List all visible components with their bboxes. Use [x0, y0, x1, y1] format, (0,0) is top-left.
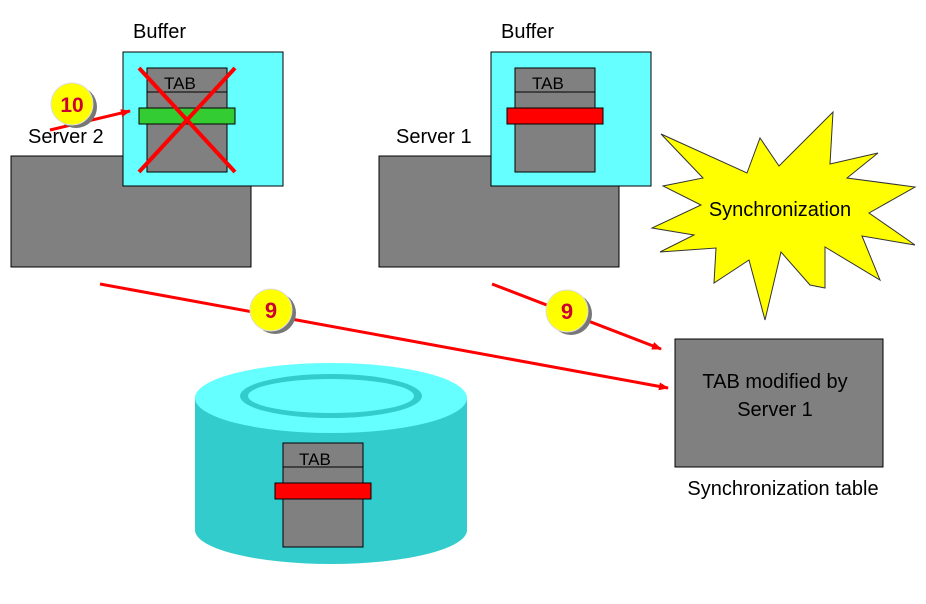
- step-badge-10: 10: [50, 82, 97, 128]
- server2-label: Server 2: [28, 126, 104, 148]
- step-number: 10: [60, 94, 83, 117]
- server1-group: Buffer Server 1 TAB: [378, 21, 652, 268]
- database-tab-row-modified: [274, 482, 372, 500]
- sync-table-line1: TAB modified by: [702, 371, 847, 393]
- sync-table-caption: Synchronization table: [687, 478, 878, 500]
- step-number: 9: [265, 298, 277, 323]
- database-tab-label: TAB: [299, 450, 331, 469]
- cylinder-inner: [248, 379, 414, 413]
- starburst-shape: [650, 110, 917, 321]
- server2-group: Buffer Server 2 TAB: [10, 21, 284, 268]
- badge-circle: [545, 289, 589, 333]
- server2-tab-label: TAB: [164, 74, 196, 93]
- server1-tab-row-modified: [506, 107, 604, 125]
- database-cylinder: TAB: [195, 363, 467, 564]
- server1-buffer-label: Buffer: [501, 21, 554, 43]
- server2-to-sync-table-arrow: [99, 282, 669, 391]
- server2-tab-row-invalidated: [138, 107, 236, 125]
- synchronization-burst: Synchronization: [650, 110, 917, 321]
- server1-tab-label: TAB: [532, 74, 564, 93]
- server1-label: Server 1: [396, 126, 472, 148]
- badge-circle: [50, 82, 94, 126]
- synchronization-burst-label: Synchronization: [709, 199, 851, 221]
- step-number: 9: [561, 299, 573, 324]
- step-badge-9-right: 9: [545, 289, 592, 335]
- sync-table-line2: Server 1: [737, 399, 813, 421]
- server2-buffer-label: Buffer: [133, 21, 186, 43]
- synchronization-table: TAB modified by Server 1 Synchronization…: [674, 338, 884, 500]
- invalidated-cross-icon: [137, 66, 237, 174]
- sync-table-box: [674, 338, 884, 468]
- step-badge-9-left: 9: [249, 288, 296, 334]
- badge-circle: [249, 288, 293, 332]
